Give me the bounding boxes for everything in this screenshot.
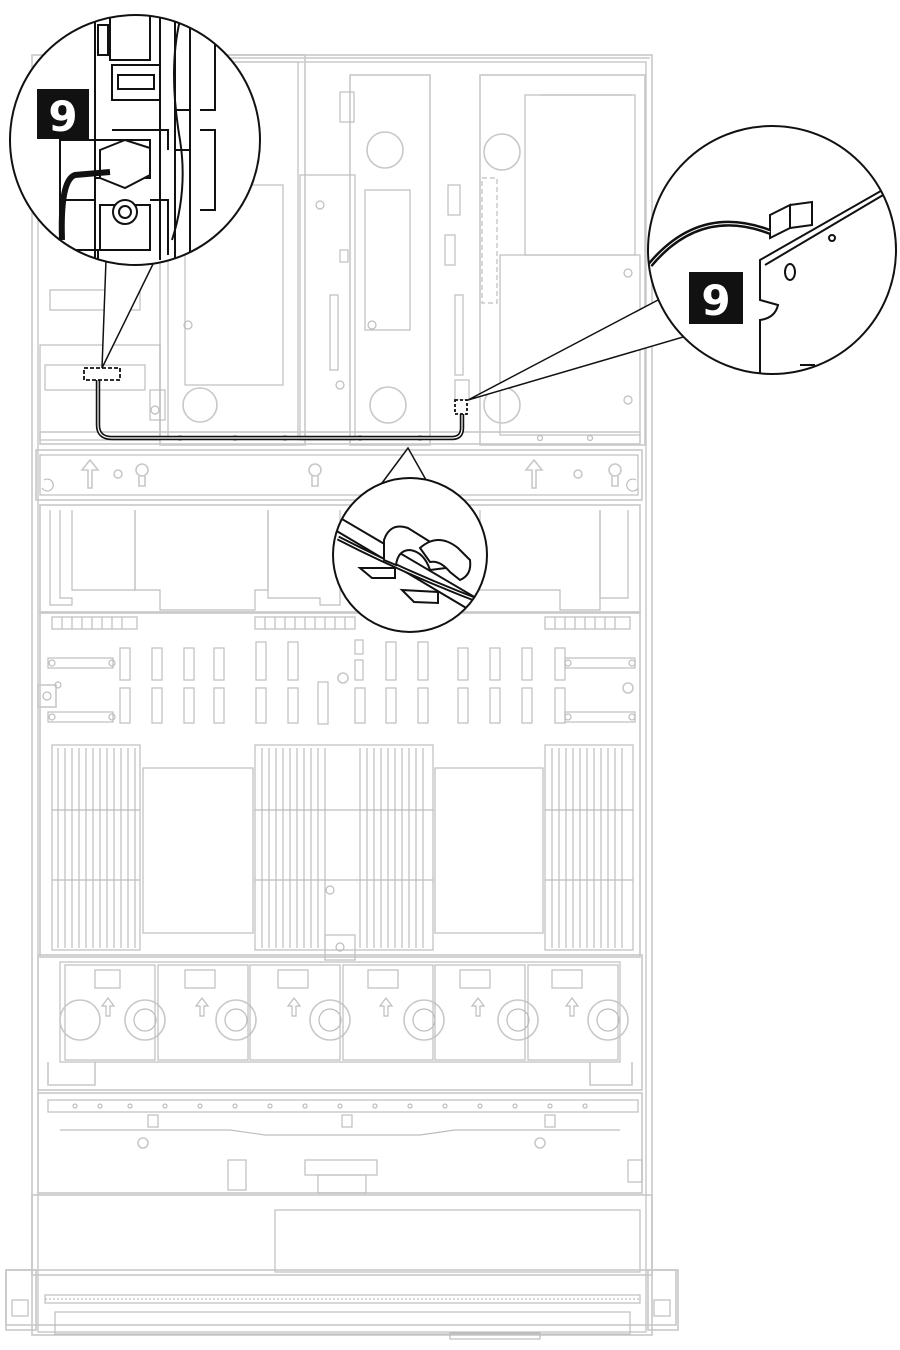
fan-icon [157, 964, 257, 1061]
cable-clip-icon [333, 511, 487, 629]
callout-badge-9-right: 9 [689, 272, 743, 325]
keyhole-icon [608, 463, 622, 487]
dimm-bank-left [51, 744, 141, 951]
arrow-up-icon [524, 458, 544, 489]
keyhole-icon [308, 463, 322, 487]
zoom-callout-top-left: 9 [9, 14, 261, 266]
fan-icon [527, 964, 629, 1061]
fan-icon [59, 964, 166, 1061]
arrow-up-icon [80, 458, 100, 489]
zoom-callout-cable-clip [332, 477, 488, 633]
system-board [37, 611, 641, 961]
cross-bar [35, 449, 643, 501]
fan-icon [342, 964, 445, 1061]
callout-pointers [101, 259, 692, 488]
dimm-bank-right [544, 744, 634, 951]
callout-badge-9-left: 9 [37, 89, 89, 141]
svg-text:9: 9 [701, 276, 730, 325]
routed-cable [83, 367, 468, 441]
front-bays [37, 1092, 643, 1194]
fan-icon [249, 964, 351, 1061]
fan-icon [434, 964, 539, 1061]
dimm-bank-center [254, 744, 434, 951]
zoom-callout-top-right: 9 [647, 125, 897, 375]
cable-connector-left [83, 367, 121, 381]
front-panel [5, 1194, 679, 1340]
svg-text:9: 9 [48, 92, 77, 141]
cable-connector-right [454, 399, 468, 415]
keyhole-icon [135, 463, 149, 487]
fan-cage [37, 954, 643, 1091]
